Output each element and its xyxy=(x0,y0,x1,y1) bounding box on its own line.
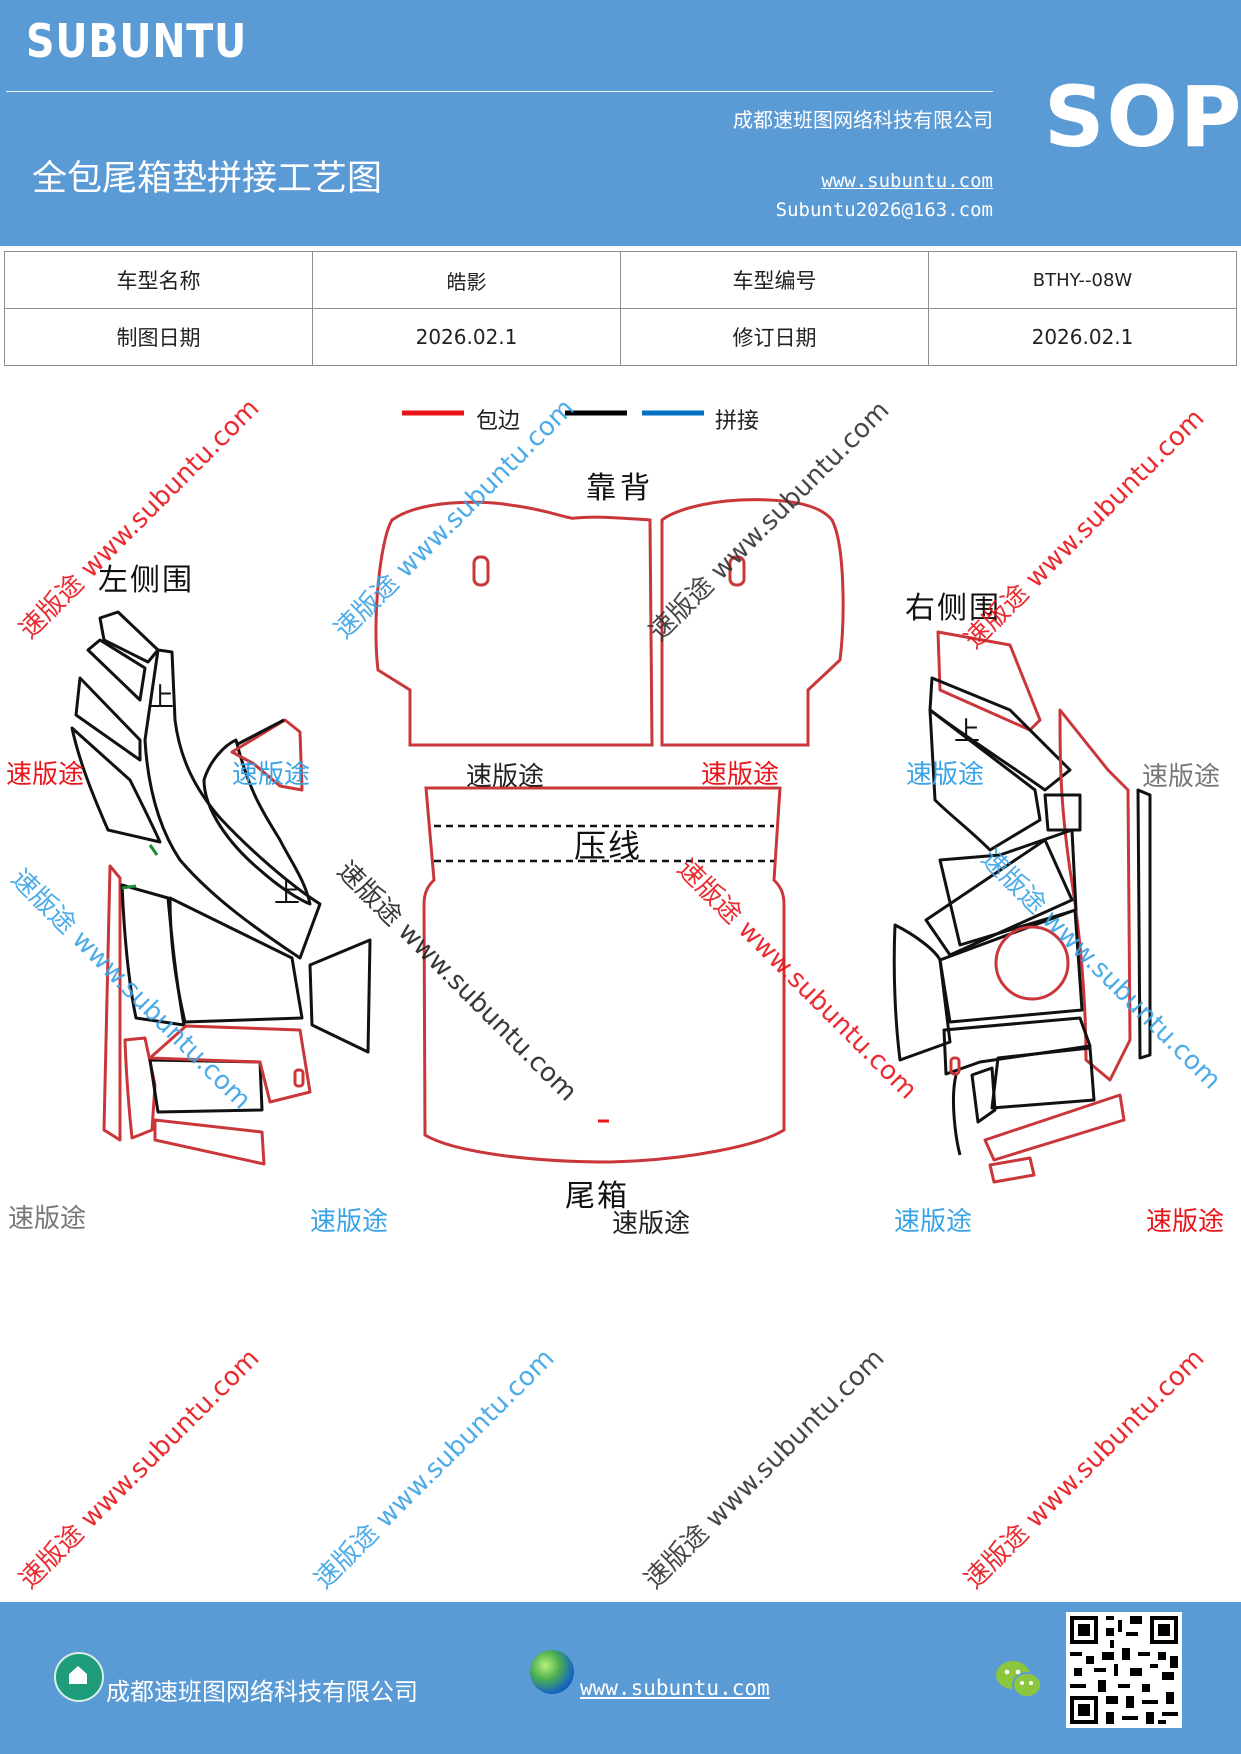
trunk-label: 尾箱 xyxy=(565,1179,629,1214)
backrest-label: 靠背 xyxy=(586,471,654,506)
watermark-diagonal: 速版途 www.subuntu.com xyxy=(671,854,923,1106)
watermark-text: 速版途 xyxy=(310,1207,388,1237)
brand-logo: SUBUNTU xyxy=(26,14,248,68)
watermark-diagonal: 速版途 www.subuntu.com xyxy=(644,395,896,647)
right-up-mark: 上 xyxy=(954,717,980,747)
watermark-text: 速版途 xyxy=(6,760,84,790)
wechat-icon xyxy=(996,1661,1042,1698)
backrest-slot-right xyxy=(728,555,746,587)
legend: 包边 拼接 xyxy=(402,409,759,434)
page-footer: 成都速班图网络科技有限公司 www.subuntu.com xyxy=(0,1602,1241,1754)
pattern-drawing: 包边 拼接 靠背 左侧围 右侧围 尾箱 压线 xyxy=(5,393,1227,1595)
model-code-label: 车型编号 xyxy=(620,251,929,309)
backrest-right-panel xyxy=(660,498,845,747)
left-up-mark-1: 上 xyxy=(148,683,174,713)
backrest-slot-left xyxy=(472,555,490,587)
model-name-label: 车型名称 xyxy=(4,251,313,309)
watermark-diagonal: 速版途 www.subuntu.com xyxy=(309,1343,561,1595)
watermark-text: 速版途 xyxy=(894,1207,972,1237)
backrest-left-panel xyxy=(374,500,654,747)
header-email: Subuntu2026@163.com xyxy=(775,199,993,221)
watermark-text: 速版途 xyxy=(612,1209,690,1239)
header-company-name: 成都速班图网络科技有限公司 xyxy=(733,108,993,132)
watermark-text: 速版途 xyxy=(466,762,544,792)
page-title: 全包尾箱垫拼接工艺图 xyxy=(32,159,383,199)
right-side-panels xyxy=(892,630,1152,1184)
left-side-label: 左侧围 xyxy=(98,563,194,598)
watermark-text: 速版途 xyxy=(232,760,310,790)
backrest-panels xyxy=(374,498,845,747)
legend-label-1: 包边 xyxy=(476,409,520,434)
footer-company-name: 成都速班图网络科技有限公司 xyxy=(106,1678,418,1706)
revise-date-label: 修订日期 xyxy=(620,308,929,366)
left-up-mark-2: 上 xyxy=(274,879,300,909)
watermark-text: 速版途 xyxy=(1146,1207,1224,1237)
watermark-diagonal: 速版途 www.subuntu.com xyxy=(959,403,1211,655)
press-line-label: 压线 xyxy=(574,827,642,865)
home-icon xyxy=(54,1652,104,1702)
table-row: 制图日期 2026.02.1 修订日期 2026.02.1 xyxy=(4,308,1237,366)
watermark-diagonal: 速版途 www.subuntu.com xyxy=(14,1343,266,1595)
watermark-diagonal: 速版途 www.subuntu.com xyxy=(5,864,257,1116)
legend-label-3: 拼接 xyxy=(715,409,759,434)
watermark-diagonal: 速版途 www.subuntu.com xyxy=(14,393,266,645)
watermark-labels: 速版途 速版途 速版途 速版途 速版途 速版途 速版途 速版途 速版途 速版途 … xyxy=(6,760,1224,1239)
watermark-text: 速版途 xyxy=(1142,762,1220,792)
model-name-value: 皓影 xyxy=(312,251,621,309)
watermark-diagonal: 速版途 www.subuntu.com xyxy=(959,1343,1211,1595)
sop-badge: SOP xyxy=(1044,68,1241,166)
draw-date-value: 2026.02.1 xyxy=(312,308,621,366)
watermark-diagonal: 速版途 www.subuntu.com xyxy=(329,393,581,645)
header-divider xyxy=(6,91,993,92)
vehicle-info-table: 车型名称 皓影 车型编号 BTHY--08W 制图日期 2026.02.1 修订… xyxy=(4,251,1237,366)
watermark-text: 速版途 xyxy=(8,1204,86,1234)
left-side-panels xyxy=(70,610,372,1166)
watermark-text: 速版途 xyxy=(701,760,779,790)
watermark-text: 速版途 xyxy=(906,760,984,790)
revise-date-value: 2026.02.1 xyxy=(928,308,1237,366)
diagonal-watermarks-down: 速版途 www.subuntu.com 速版途 www.subuntu.com … xyxy=(5,844,1227,1116)
globe-icon xyxy=(530,1650,574,1694)
trunk-panel xyxy=(422,786,786,1164)
watermark-diagonal: 速版途 www.subuntu.com xyxy=(639,1343,891,1595)
header-website-link[interactable]: www.subuntu.com xyxy=(821,170,993,192)
model-code-value: BTHY--08W xyxy=(928,251,1237,309)
table-row: 车型名称 皓影 车型编号 BTHY--08W xyxy=(4,251,1237,309)
trunk-panel-outline xyxy=(422,786,786,1164)
qr-code[interactable] xyxy=(1066,1612,1182,1728)
draw-date-label: 制图日期 xyxy=(4,308,313,366)
footer-website-link[interactable]: www.subuntu.com xyxy=(580,1676,770,1700)
page-header: SUBUNTU 成都速班图网络科技有限公司 SOP 全包尾箱垫拼接工艺图 www… xyxy=(0,0,1241,246)
right-side-label: 右侧围 xyxy=(905,591,1001,626)
